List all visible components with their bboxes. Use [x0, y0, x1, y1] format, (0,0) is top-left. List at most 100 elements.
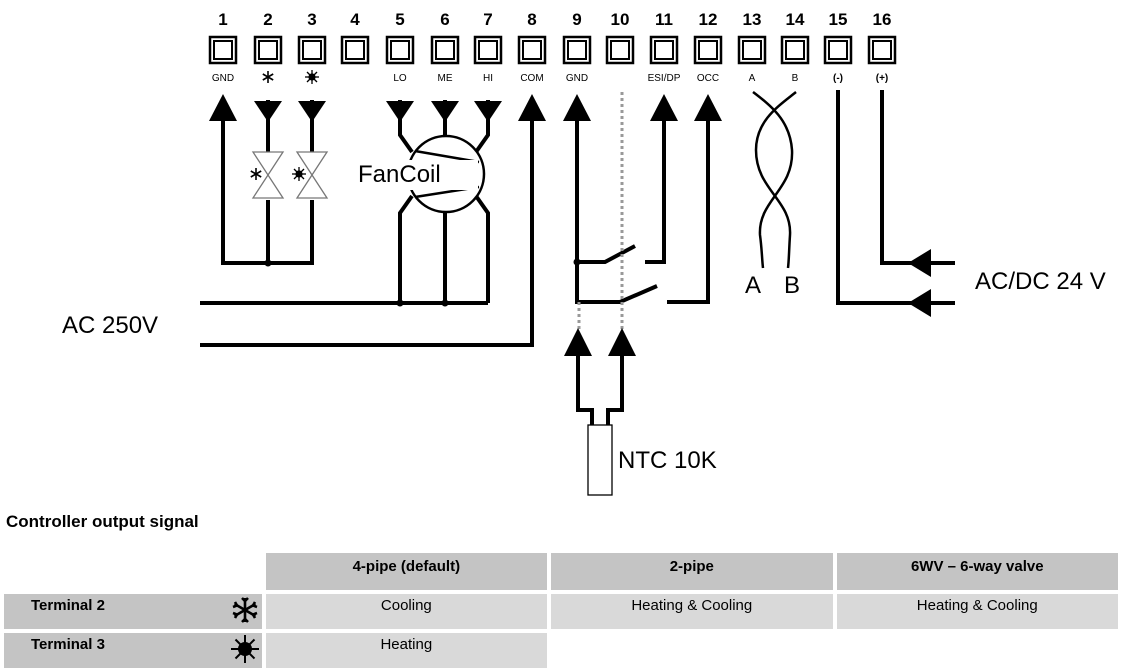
terminal-10: 10: [605, 10, 635, 65]
arrow-down-7: [474, 101, 502, 122]
table-cell: Heating: [265, 633, 548, 668]
wire-terminal-11-esi: [645, 110, 666, 264]
row-label: Terminal 2: [31, 597, 105, 614]
ntc-wire-a: [576, 345, 594, 425]
valve-cooling: [251, 151, 285, 199]
supply-label: AC/DC 24 V: [975, 268, 1106, 295]
terminal-4: 4: [340, 10, 370, 65]
junction-dots: [264, 258, 581, 307]
terminal-label: ME: [438, 73, 453, 84]
terminal-number: 13: [743, 10, 762, 29]
terminal-number: 16: [873, 10, 892, 29]
bus-label-a: A: [745, 272, 761, 299]
terminal-label: COM: [520, 73, 543, 84]
wire-terminal-7-hi: [474, 100, 490, 303]
terminal-13: 13A: [737, 10, 767, 84]
ntc-wire-b: [606, 345, 624, 425]
terminal-number: 4: [350, 10, 360, 29]
terminal-number: 14: [786, 10, 805, 29]
terminal-number: 5: [395, 10, 404, 29]
arrow-up-ntc-b: [608, 328, 636, 356]
bus-label-b: B: [784, 272, 800, 299]
arrow-up-9: [563, 94, 591, 121]
wire-terminal-12-occ: [667, 110, 710, 304]
terminal-15: 15 (-): [823, 10, 853, 84]
arrow-down-6: [431, 101, 459, 122]
valve-snowflake-icon: [250, 167, 263, 181]
table-row: Terminal 3 Heating: [4, 633, 1118, 668]
terminal-number: 7: [483, 10, 492, 29]
controller-output-table: 4-pipe (default) 2-pipe 6WV – 6-way valv…: [0, 549, 1122, 672]
terminal-number: 2: [263, 10, 272, 29]
terminal-number: 11: [655, 10, 673, 29]
ac-line-2: [200, 110, 534, 347]
terminal-6: 6ME: [430, 10, 460, 84]
arrow-up-12: [694, 94, 722, 121]
terminal-number: 15: [829, 10, 848, 29]
terminal-14: 14B: [780, 10, 810, 84]
snowflake-icon: [261, 70, 275, 84]
terminal-label: OCC: [697, 73, 719, 84]
terminal-label: (-): [833, 73, 843, 84]
snowflake-icon: [232, 597, 258, 623]
table-cell-empty: [836, 633, 1118, 668]
arrow-up-11: [650, 94, 678, 121]
twisted-pair-bus: [752, 91, 797, 269]
arrow-left-15: [908, 289, 931, 317]
terminal-label: GND: [212, 73, 234, 84]
terminal-label: (+): [876, 73, 889, 84]
wire-terminal-15-neg: [836, 90, 955, 305]
row-header: Terminal 3: [4, 633, 262, 668]
terminal-number: 3: [307, 10, 316, 29]
terminal-label: GND: [566, 73, 588, 84]
table-cell: Heating & Cooling: [836, 594, 1118, 629]
terminal-number: 9: [572, 10, 581, 29]
fancoil-label: FanCoil: [358, 161, 441, 188]
ac-power-label: AC 250V: [62, 312, 158, 339]
terminal-number: 12: [699, 10, 718, 29]
arrow-up-ntc-a: [564, 328, 592, 356]
table-cell: Cooling: [265, 594, 548, 629]
table-row: Terminal 2 Cooling Heating & Cooling Hea…: [4, 594, 1118, 629]
arrow-down-3: [298, 101, 326, 122]
terminal-2: 2: [253, 10, 283, 84]
table-header-row: 4-pipe (default) 2-pipe 6WV – 6-way valv…: [4, 553, 1118, 590]
valve-heating: [295, 151, 329, 199]
arrow-up-1: [209, 94, 237, 121]
table-cell: Heating & Cooling: [551, 594, 833, 629]
terminal-number: 1: [218, 10, 227, 29]
column-header: 2-pipe: [551, 553, 833, 590]
column-header: 4-pipe (default): [265, 553, 548, 590]
terminal-label: HI: [483, 73, 493, 84]
valve-sun-icon: [291, 166, 307, 182]
ntc-sensor-label: NTC 10K: [618, 447, 717, 474]
wire-terminal-9-gnd: [575, 110, 658, 304]
sun-icon: [304, 69, 320, 85]
switch-esi: [577, 244, 636, 264]
table-cell-empty: [551, 633, 833, 668]
wire-terminal-5-lo: [398, 100, 414, 303]
arrow-left-16: [908, 249, 931, 277]
terminal-label: A: [749, 73, 756, 84]
row-header: Terminal 2: [4, 594, 262, 629]
terminal-7: 7HI: [473, 10, 503, 84]
sun-icon: [230, 635, 259, 663]
terminal-5: 5LO: [385, 10, 415, 84]
terminal-number: 10: [611, 10, 630, 29]
column-header: 6WV – 6-way valve: [836, 553, 1118, 590]
ntc-sensor: [587, 424, 613, 496]
terminal-number: 8: [527, 10, 536, 29]
terminal-16: 16 (+): [867, 10, 897, 84]
terminal-number: 6: [440, 10, 449, 29]
row-label: Terminal 3: [31, 636, 105, 653]
terminal-label: LO: [393, 73, 407, 84]
section-title: Controller output signal: [6, 512, 199, 531]
wire-terminal-16-pos: [880, 90, 955, 265]
